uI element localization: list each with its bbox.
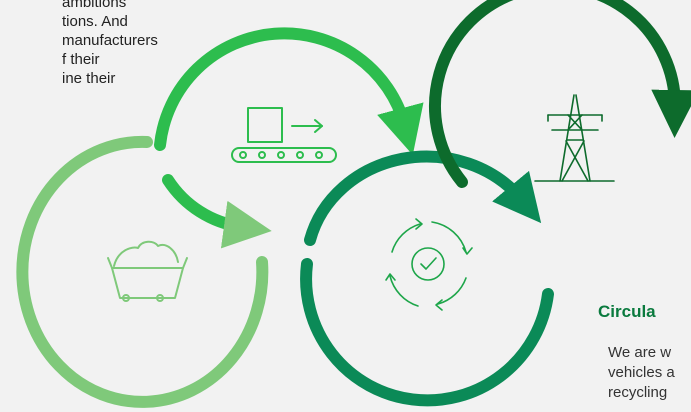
circular-body-line: recycling [608, 384, 668, 401]
recycle-check-icon [385, 218, 473, 311]
conveyor-belt-icon [231, 107, 337, 163]
intro-text-line: ambitions [62, 0, 127, 11]
circular-body-line: vehicles a [608, 364, 675, 381]
teal-bottom-arc [300, 258, 554, 407]
intro-text-line: manufacturers [62, 32, 158, 49]
power-pylon-icon [534, 94, 615, 182]
mine-cart-icon [107, 240, 188, 302]
intro-text-line: ine their [62, 70, 116, 87]
teal-upper-arc [304, 150, 542, 246]
bright-green-lower-arc [162, 174, 272, 249]
bright-green-top-arc [154, 27, 424, 155]
dark-green-arc [429, 0, 691, 188]
circular-body-line: We are w [608, 344, 672, 361]
circular-section-body: We are w vehicles a recycling [608, 343, 675, 403]
intro-text-line: f their [62, 51, 100, 68]
intro-text-line: tions. And [62, 13, 128, 30]
circular-section-heading: Circula [598, 302, 656, 321]
light-green-arc [16, 135, 269, 408]
